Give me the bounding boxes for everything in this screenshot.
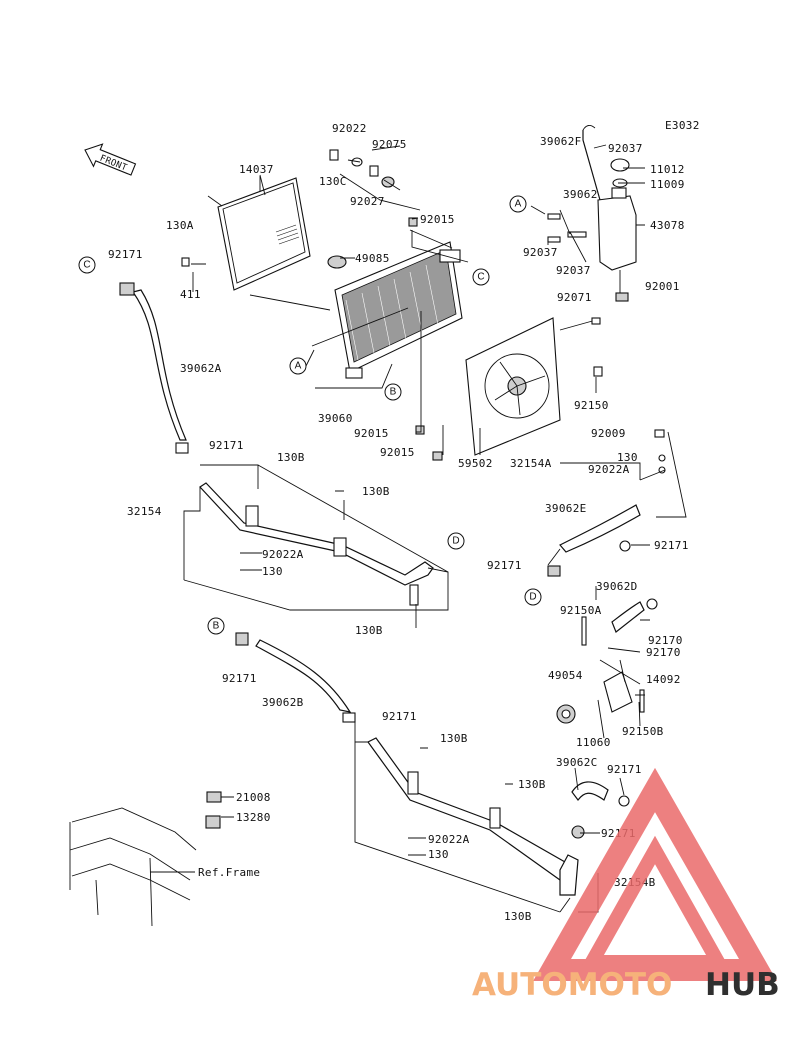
label-130-c: 130 [428, 848, 449, 861]
label-39062E: 39062E [545, 502, 587, 515]
callout-c-1: C [472, 268, 490, 286]
label-14092: 14092 [646, 673, 681, 686]
leader-lines [150, 144, 687, 913]
label-49085: 49085 [355, 252, 390, 265]
label-92150B: 92150B [622, 725, 664, 738]
label-92022A: 92022A [588, 463, 630, 476]
radiator [334, 241, 463, 379]
label-92027: 92027 [350, 195, 385, 208]
label-130B: 130B [277, 451, 305, 464]
label-43078: 43078 [650, 219, 685, 232]
label-92001: 92001 [645, 280, 680, 293]
label-39062A: 39062A [180, 362, 222, 375]
thermostat-group [547, 504, 658, 839]
label-92171-f: 92171 [382, 710, 417, 723]
label-92015: 92015 [420, 213, 455, 226]
label-92170-b: 92170 [646, 646, 681, 659]
label-92150A: 92150A [560, 604, 602, 617]
callout-a-2: A [509, 195, 527, 213]
hose-39062b [255, 639, 352, 713]
svg-text:C: C [83, 260, 90, 271]
callouts: A A B B C C D D [78, 195, 542, 635]
fan-assembly [465, 317, 601, 456]
label-92009: 92009 [591, 427, 626, 440]
label-32154: 32154 [127, 505, 162, 518]
label-130A: 130A [166, 219, 194, 232]
callout-c-2: C [78, 256, 96, 274]
watermark-text-1: AUTOMOTO [472, 967, 672, 1003]
label-39062: 39062 [563, 188, 598, 201]
label-130B-f: 130B [504, 910, 532, 923]
callout-b-2: B [207, 617, 225, 635]
label-21008: 21008 [236, 791, 271, 804]
watermark: AUTOMOTO HUB [472, 767, 780, 1003]
svg-text:B: B [390, 387, 397, 398]
label-92171-g: 92171 [607, 763, 642, 776]
svg-text:D: D [452, 536, 459, 547]
label-39062C: 39062C [556, 756, 598, 769]
label-13280: 13280 [236, 811, 271, 824]
label-92170: 92170 [648, 634, 683, 647]
label-130B-e: 130B [518, 778, 546, 791]
callout-d-1: D [447, 532, 465, 550]
svg-text:A: A [295, 361, 302, 372]
watermark-triangle-icon [533, 767, 777, 981]
label-92022A-b: 92022A [262, 548, 304, 561]
label-130C: 130C [319, 175, 347, 188]
label-92022A-c: 92022A [428, 833, 470, 846]
label-14037: 14037 [239, 163, 274, 176]
label-11060: 11060 [576, 736, 611, 749]
callout-b-1: B [384, 383, 402, 401]
label-130B-d: 130B [440, 732, 468, 745]
label-39062D: 39062D [596, 580, 638, 593]
radiator-screen [217, 177, 311, 291]
frame-section [69, 791, 222, 927]
callout-d-2: D [524, 588, 542, 606]
watermark-text-2: HUB [705, 967, 780, 1003]
pipe-32154b [367, 737, 579, 896]
diagram-code: E3032 [665, 119, 700, 132]
label-39060: 39060 [318, 412, 353, 425]
callout-a-1: A [289, 357, 307, 375]
label-92171-b: 92171 [209, 439, 244, 452]
label-11009: 11009 [650, 178, 685, 191]
label-92037: 92037 [608, 142, 643, 155]
label-411: 411 [180, 288, 201, 301]
label-130B-c: 130B [355, 624, 383, 637]
label-92037-c: 92037 [556, 264, 591, 277]
label-130-b: 130 [262, 565, 283, 578]
label-92015-c: 92015 [380, 446, 415, 459]
pipe-32154 [199, 482, 434, 606]
label-130: 130 [617, 451, 638, 464]
svg-text:D: D [529, 592, 536, 603]
radiator-cap-49085 [327, 255, 347, 269]
label-39062B: 39062B [262, 696, 304, 709]
label-92037-b: 92037 [523, 246, 558, 259]
svg-text:C: C [477, 272, 484, 283]
label-92075: 92075 [372, 138, 407, 151]
label-92171-e: 92171 [222, 672, 257, 685]
label-92171: 92171 [108, 248, 143, 261]
svg-text:A: A [515, 199, 522, 210]
label-59502: 59502 [458, 457, 493, 470]
label-92015-b: 92015 [354, 427, 389, 440]
hose-39062a [132, 289, 187, 441]
label-92071: 92071 [557, 291, 592, 304]
label-92022: 92022 [332, 122, 367, 135]
ref-frame-label: Ref.Frame [198, 866, 260, 879]
label-49054: 49054 [548, 669, 583, 682]
front-arrow-icon: FRONT [84, 143, 137, 176]
reserve-tank [582, 125, 637, 302]
label-92171-c: 92171 [654, 539, 689, 552]
label-32154A: 32154A [510, 457, 552, 470]
label-39062F: 39062F [540, 135, 582, 148]
label-92171-d: 92171 [487, 559, 522, 572]
svg-text:B: B [213, 621, 220, 632]
label-92150: 92150 [574, 399, 609, 412]
label-130B-b: 130B [362, 485, 390, 498]
label-11012: 11012 [650, 163, 685, 176]
